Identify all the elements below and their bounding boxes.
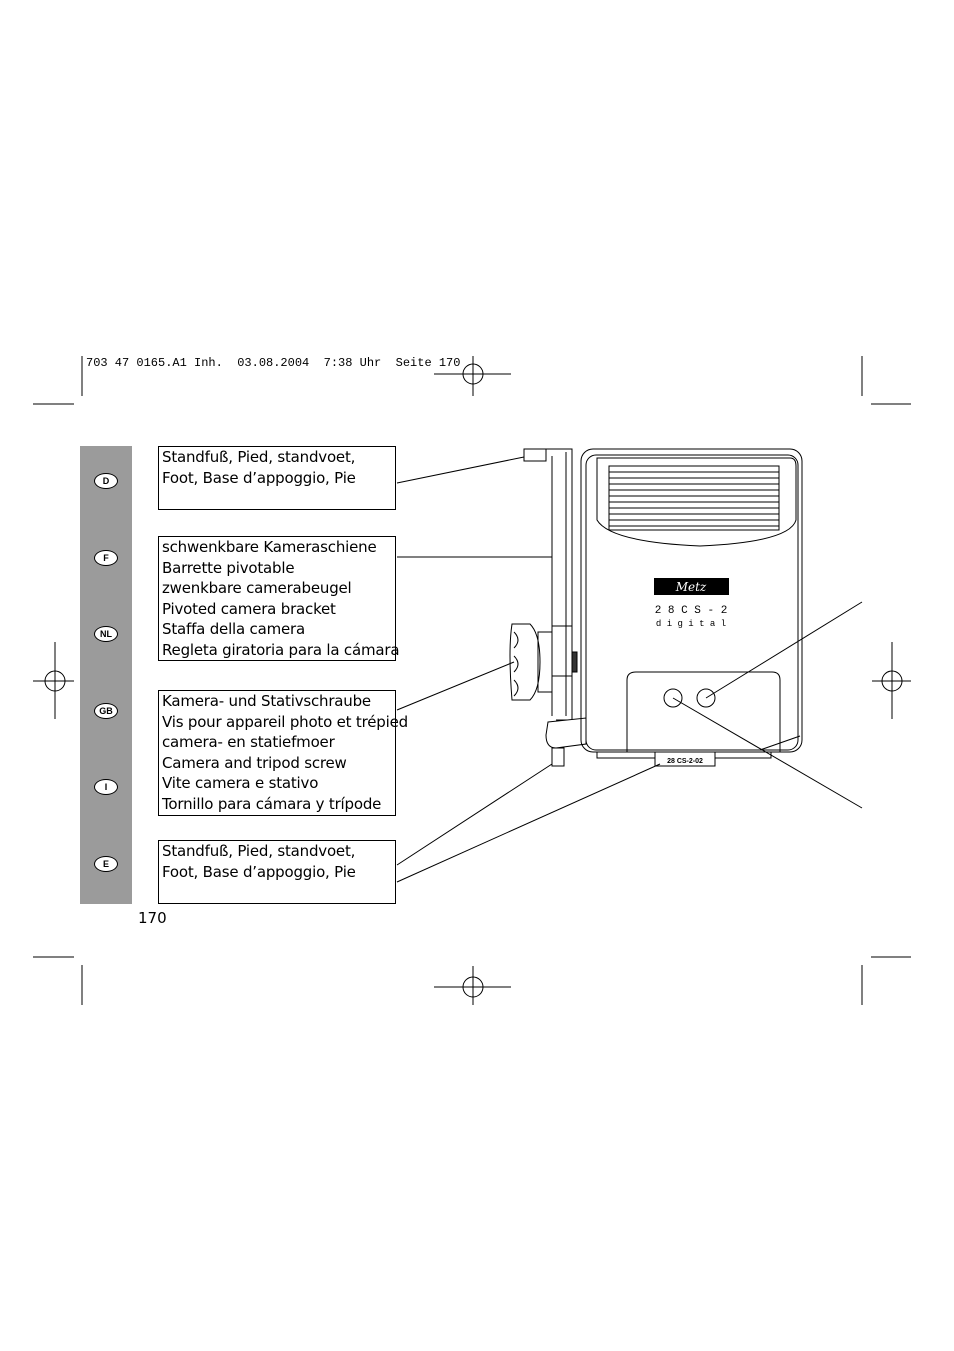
lang-badge-e: E [94,856,118,872]
lang-badge-i: I [94,779,118,795]
lang-badge-gb: GB [94,703,118,719]
label-bottom-foot: Standfuß, Pied, standvoet, Foot, Base d’… [158,840,396,904]
brand-logo: Metz [675,580,707,594]
base-label: 28 CS-2-02 [667,758,703,765]
page-number: 170 [138,909,167,927]
label-line: zwenkbare camerabeugel [162,579,352,597]
label-line: Foot, Base d’appoggio, Pie [162,468,356,487]
label-line: Staffa della camera [162,620,305,638]
label-line: Standfuß, Pied, standvoet, [162,448,356,466]
label-line: Standfuß, Pied, standvoet, [162,842,356,860]
label-camera-screw: Kamera- und Stativschraube Vis pour appa… [158,690,408,816]
label-line: Foot, Base d’appoggio, Pie [162,862,356,881]
label-line: Kamera- und Stativschraube [162,692,371,710]
label-line: schwenkbare Kameraschiene [162,538,377,556]
print-header: 703 47 0165.A1 Inh. 03.08.2004 7:38 Uhr … [86,356,461,370]
label-line: Barrette pivotable [162,558,295,577]
model-label: 2 8 C S - 2 [655,605,728,617]
label-camera-bracket: schwenkbare Kameraschiene Barrette pivot… [158,536,400,661]
lang-badge-d: D [94,473,118,489]
label-line: camera- en statiefmoer [162,733,335,751]
label-line: Tornillo para cámara y trípode [162,794,382,813]
label-line: Pivoted camera bracket [162,599,336,618]
lang-badge-nl: NL [94,626,118,642]
label-line: Vis pour appareil photo et trépied [162,712,408,731]
label-line: Regleta giratoria para la cámara [162,640,400,659]
label-line: Vite camera e stativo [162,774,319,792]
model-subtitle: d i g i t a l [656,619,726,629]
label-line: Camera and tripod screw [162,753,347,772]
label-top-foot: Standfuß, Pied, standvoet, Foot, Base d’… [158,446,396,510]
lang-badge-f: F [94,550,118,566]
language-sidebar: D F NL GB I E [80,446,132,904]
